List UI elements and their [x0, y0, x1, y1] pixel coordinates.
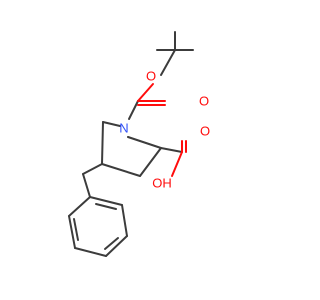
bond-c5-n [102, 121, 121, 127]
phenyl-bond-1 [89, 196, 123, 206]
phenyl-bond-2 [121, 204, 128, 237]
bond-c4-c5 [101, 121, 104, 165]
atom-label-nitrogen: N [119, 121, 128, 136]
atom-label-acid-carbonyl-oxygen: O [200, 124, 210, 139]
boc-ester-linkage [128, 49, 176, 120]
bond-tbu-o [160, 49, 176, 76]
benzyl-group [68, 163, 128, 257]
molecular-structure: O O N O OH [68, 31, 210, 257]
bond-c4-ch2 [82, 163, 103, 175]
bond-o-carbonyl-carbon [137, 83, 154, 102]
bond-carbonyl-carbon-n [128, 100, 139, 120]
bond-c3-c4 [101, 163, 141, 177]
phenyl-inner-2 [104, 237, 119, 250]
pyrrolidine-ring [101, 121, 162, 177]
phenyl-bond-6 [68, 196, 91, 217]
carboxylic-acid-group [160, 140, 187, 177]
tert-butyl-group [156, 31, 194, 51]
atom-label-ester-oxygen: O [146, 69, 156, 84]
atom-label-hydroxyl: OH [152, 176, 172, 191]
bond-c2-acid-carbon [160, 147, 183, 153]
bond-n-c2 [127, 136, 162, 149]
phenyl-inner-1 [95, 203, 117, 210]
bond-c2-c3 [139, 147, 162, 177]
bond-ch2-phenyl [82, 173, 91, 198]
phenyl-bond-5 [68, 215, 76, 249]
bond-acid-hydroxyl [171, 151, 183, 177]
phenyl-bond-4 [74, 247, 107, 257]
atom-label-carbonyl-oxygen: O [199, 94, 209, 109]
phenyl-bond-3 [105, 235, 128, 257]
phenyl-inner-3 [73, 218, 79, 241]
